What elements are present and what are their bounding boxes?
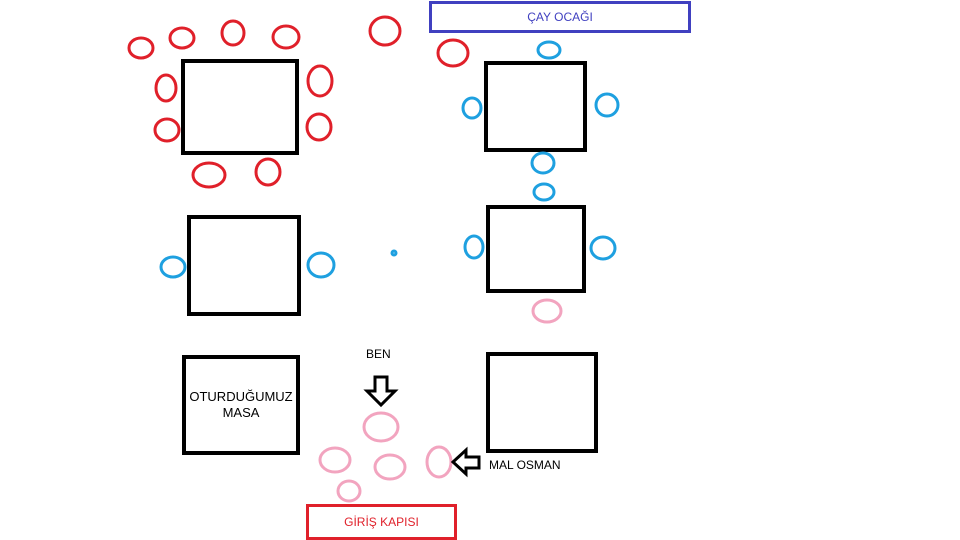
chair	[368, 15, 402, 47]
left-arrow-icon	[450, 446, 481, 478]
entrance-sign-label: GİRİŞ KAPISI	[344, 515, 419, 529]
chair	[318, 446, 352, 474]
chair	[306, 64, 334, 98]
chair	[127, 36, 155, 60]
chair	[191, 161, 227, 189]
red-chairs	[127, 15, 470, 189]
chair	[463, 234, 485, 260]
table-top-right	[484, 61, 587, 152]
chair	[254, 157, 282, 187]
table-bottom-right	[486, 352, 598, 453]
chair	[168, 26, 196, 50]
chair	[154, 73, 178, 103]
mal-osman-chair	[425, 445, 453, 479]
table-middle-left	[187, 215, 301, 316]
chair	[594, 92, 620, 118]
chair	[271, 24, 301, 50]
mal-osman-label: MAL OSMAN	[489, 458, 561, 472]
chair	[305, 112, 333, 142]
entrance-sign: GİRİŞ KAPISI	[306, 504, 457, 540]
tea-stove-sign: ÇAY OCAĞI	[429, 1, 691, 33]
chair	[390, 249, 398, 257]
tea-stove-sign-label: ÇAY OCAĞI	[527, 10, 593, 24]
chair	[461, 96, 483, 120]
chair	[153, 117, 181, 143]
chair	[530, 151, 556, 175]
chair	[589, 235, 617, 261]
table-top-left	[181, 59, 299, 155]
me-label: BEN	[366, 347, 391, 361]
blue-chairs	[159, 40, 620, 279]
chair	[306, 251, 336, 279]
chair	[159, 255, 187, 279]
our-table-label: OTURDUĞUMUZ MASA	[189, 389, 293, 420]
chair	[336, 479, 362, 503]
table-middle-right	[486, 205, 586, 293]
me-chair	[362, 411, 400, 443]
down-arrow-icon	[363, 375, 399, 408]
pink-chairs	[318, 298, 563, 503]
chair	[531, 298, 563, 324]
chair	[536, 40, 562, 60]
chair	[532, 182, 556, 202]
our-table: OTURDUĞUMUZ MASA	[182, 355, 300, 455]
chair	[220, 19, 246, 47]
chair	[373, 453, 407, 481]
chair	[436, 38, 470, 68]
